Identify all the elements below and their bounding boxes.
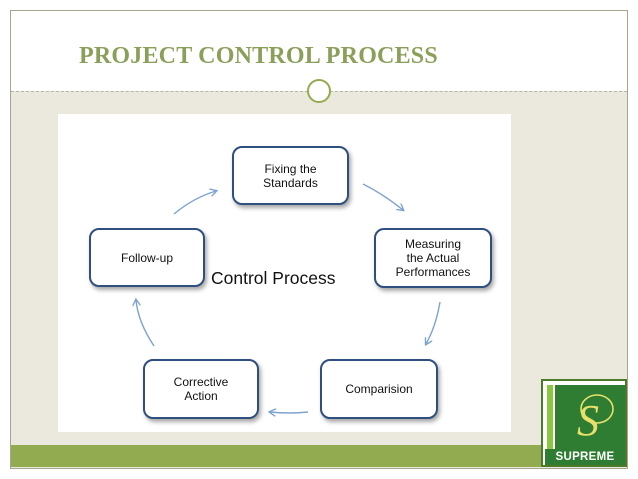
logo-s-emblem-icon: S bbox=[577, 394, 614, 445]
node-measuring-the-actual-performances: Measuring the Actual Performances bbox=[374, 228, 492, 288]
node-fixing-the-standards: Fixing the Standards bbox=[232, 146, 349, 205]
arrow-fixing-to-measuring bbox=[362, 183, 403, 210]
arrow-comparision-to-corrective bbox=[270, 412, 309, 413]
supreme-logo: S SUPREME bbox=[541, 379, 627, 467]
title-band: PROJECT CONTROL PROCESS bbox=[11, 11, 627, 91]
center-label: Control Process bbox=[211, 268, 336, 288]
circle-ornament-icon bbox=[307, 79, 331, 103]
node-corrective-action: Corrective Action bbox=[143, 359, 259, 419]
bottom-accent-bar bbox=[11, 445, 541, 467]
logo-text: SUPREME bbox=[545, 449, 625, 465]
slide-frame: PROJECT CONTROL PROCESS Fixing the Stand… bbox=[10, 10, 628, 469]
svg-text:S: S bbox=[577, 396, 599, 445]
node-follow-up: Follow-up bbox=[89, 228, 205, 287]
slide-title: PROJECT CONTROL PROCESS bbox=[79, 43, 438, 69]
arrow-followup-to-fixing bbox=[173, 191, 216, 215]
arrow-corrective-to-followup bbox=[136, 300, 155, 347]
arrow-measuring-to-comparision bbox=[426, 301, 441, 344]
control-process-diagram: Fixing the Standards Measuring the Actua… bbox=[58, 114, 511, 432]
diagram-arrows bbox=[58, 183, 441, 432]
logo-stripe bbox=[547, 385, 553, 449]
node-comparision: Comparision bbox=[320, 359, 438, 419]
